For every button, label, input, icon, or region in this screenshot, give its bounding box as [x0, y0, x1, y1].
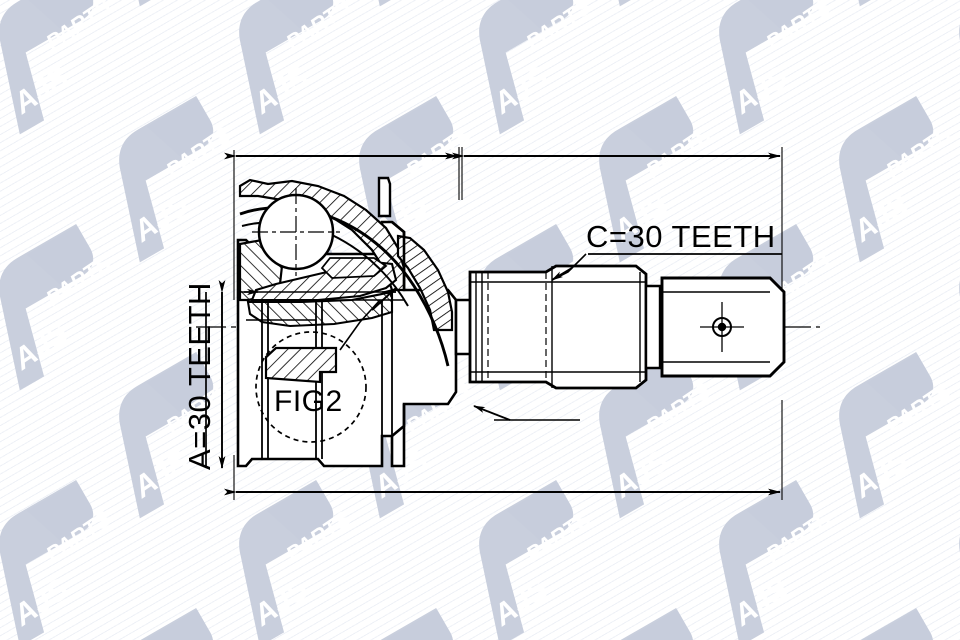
watermark-logo: AJS PARTS	[0, 0, 180, 162]
svg-text:PARTS: PARTS	[881, 122, 955, 183]
svg-text:PARTS: PARTS	[281, 0, 355, 55]
svg-text:PARTS: PARTS	[881, 378, 955, 439]
watermark-logo: AJS PARTS	[420, 450, 660, 640]
svg-text:PARTS: PARTS	[41, 250, 115, 311]
svg-text:AJS: AJS	[487, 60, 555, 121]
svg-text:PARTS: PARTS	[281, 250, 355, 311]
svg-text:PARTS: PARTS	[401, 378, 475, 439]
svg-text:PARTS: PARTS	[761, 250, 835, 311]
watermark-logo: AJS PARTS	[0, 450, 180, 640]
svg-text:PARTS: PARTS	[521, 0, 595, 55]
svg-text:AJS: AJS	[247, 316, 315, 377]
watermark-logo: AJS PARTS	[540, 578, 780, 640]
watermark-logo: AJS PARTS	[780, 0, 960, 34]
watermark-logo: AJS PARTS	[540, 322, 780, 547]
svg-text:AJS: AJS	[487, 572, 555, 633]
svg-text:PARTS: PARTS	[641, 122, 715, 183]
watermark-logo: AJS PARTS	[540, 0, 780, 34]
watermark-logo: AJS PARTS	[780, 66, 960, 291]
watermark-logo: AJS PARTS	[660, 0, 900, 162]
svg-text:AJS: AJS	[847, 444, 915, 505]
watermark-logo: AJS PARTS	[900, 0, 960, 162]
svg-text:AJS: AJS	[7, 60, 75, 121]
svg-text:AJS: AJS	[607, 444, 675, 505]
svg-text:PARTS: PARTS	[401, 634, 475, 640]
watermark-logo: AJS PARTS	[0, 322, 60, 547]
svg-text:PARTS: PARTS	[521, 250, 595, 311]
watermark-logo: AJS PARTS	[0, 0, 60, 34]
svg-text:PARTS: PARTS	[521, 506, 595, 567]
watermark-logo: AJS PARTS	[900, 194, 960, 419]
watermark-logo: AJS PARTS	[660, 450, 900, 640]
outer-spline-label: C=30 TEETH	[586, 219, 776, 254]
watermark-logo: AJS PARTS	[60, 322, 300, 547]
inner-spline-label: A=30 TEETH	[182, 96, 218, 470]
svg-text:PARTS: PARTS	[161, 634, 235, 640]
watermark-logo: AJS PARTS	[0, 66, 60, 291]
svg-text:PARTS: PARTS	[881, 634, 955, 640]
inner-spline-label-text: A=30 TEETH	[182, 282, 217, 470]
svg-text:AJS: AJS	[367, 444, 435, 505]
watermark-logo: AJS PARTS	[300, 322, 540, 547]
watermark-logo: AJS PARTS	[300, 0, 540, 34]
watermark-logo: AJS PARTS	[0, 194, 180, 419]
svg-text:AJS: AJS	[247, 572, 315, 633]
watermark-logo: AJS PARTS	[540, 66, 780, 291]
svg-text:AJS: AJS	[247, 60, 315, 121]
svg-text:PARTS: PARTS	[761, 506, 835, 567]
watermark-logo: AJS PARTS	[300, 578, 540, 640]
svg-text:AJS: AJS	[847, 188, 915, 249]
svg-text:AJS: AJS	[367, 188, 435, 249]
svg-text:AJS: AJS	[487, 316, 555, 377]
watermark-logo: AJS PARTS	[60, 66, 300, 291]
svg-text:AJS: AJS	[727, 316, 795, 377]
watermark-logo: AJS PARTS	[780, 322, 960, 547]
watermark-logo: AJS PARTS	[60, 578, 300, 640]
watermark-logo: AJS PARTS	[900, 450, 960, 640]
svg-text:PARTS: PARTS	[281, 506, 355, 567]
watermark-logo: AJS PARTS	[60, 0, 300, 34]
watermark-logo: AJS PARTS	[300, 66, 540, 291]
svg-text:PARTS: PARTS	[761, 0, 835, 55]
svg-text:AJS: AJS	[727, 60, 795, 121]
svg-text:PARTS: PARTS	[401, 122, 475, 183]
svg-text:PARTS: PARTS	[41, 506, 115, 567]
svg-text:AJS: AJS	[7, 316, 75, 377]
watermark-logo: AJS PARTS	[0, 578, 60, 640]
svg-text:PARTS: PARTS	[41, 0, 115, 55]
svg-text:PARTS: PARTS	[641, 634, 715, 640]
svg-text:AJS: AJS	[727, 572, 795, 633]
watermark-logo: AJS PARTS	[780, 578, 960, 640]
watermark-logo: AJS PARTS	[420, 0, 660, 162]
svg-text:AJS: AJS	[7, 572, 75, 633]
watermark-logo: AJS PARTS	[180, 450, 420, 640]
svg-text:PARTS: PARTS	[641, 378, 715, 439]
detail-callout-label: FIG2	[274, 385, 343, 418]
